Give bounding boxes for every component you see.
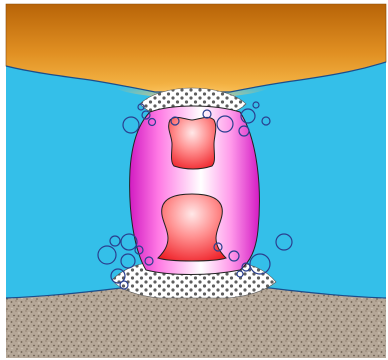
diagram-canvas [0, 0, 388, 360]
layer-cross-section-diagram [0, 0, 388, 360]
